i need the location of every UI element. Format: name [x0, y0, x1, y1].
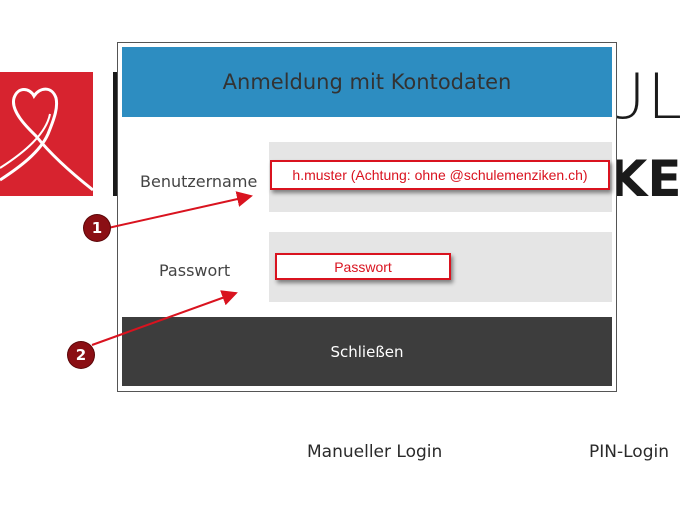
login-dialog: Anmeldung mit Kontodaten Benutzername Pa…: [117, 42, 617, 392]
step-marker-1: 1: [84, 215, 110, 241]
close-button[interactable]: Schließen: [122, 317, 612, 386]
heart-icon: [0, 87, 93, 192]
brand-divider: [113, 72, 119, 196]
pin-login-link[interactable]: PIN-Login: [589, 442, 669, 462]
password-annotation: Passwort: [275, 253, 451, 280]
manual-login-link[interactable]: Manueller Login: [307, 442, 443, 462]
username-annotation: h.muster (Achtung: ohne @schulemenziken.…: [270, 160, 610, 190]
username-label: Benutzername: [140, 172, 258, 191]
brand-logo: [0, 72, 93, 196]
password-label: Passwort: [159, 261, 231, 280]
step-marker-2: 2: [68, 342, 94, 368]
dialog-title: Anmeldung mit Kontodaten: [122, 47, 612, 117]
